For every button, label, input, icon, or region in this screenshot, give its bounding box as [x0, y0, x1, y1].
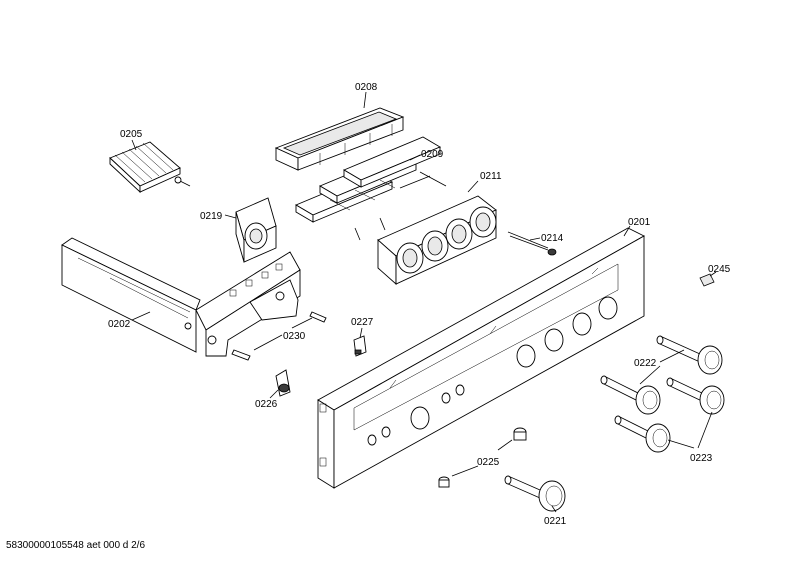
label-0222: 0222: [634, 358, 657, 369]
part-0222-knob-2: [600, 375, 661, 415]
leader-0230: [253, 334, 283, 351]
part-0222-knob: [656, 335, 723, 375]
part-0226-clip: [275, 369, 291, 397]
part-0223-knob-2: [614, 415, 671, 453]
part-0223-knob: [666, 377, 725, 415]
part-0209-switch-strips: [294, 136, 447, 241]
label-0202: 0202: [108, 319, 131, 330]
leader-0214: [529, 237, 541, 241]
part-0214-sensor: [507, 231, 557, 256]
part-0208-tray: [274, 107, 405, 171]
part-0202-bracket: [61, 237, 301, 357]
leader-0225b: [451, 465, 479, 477]
label-0205: 0205: [120, 129, 143, 140]
label-0221: 0221: [544, 516, 567, 527]
leader-0209: [409, 154, 421, 161]
part-0221-knob: [504, 475, 566, 512]
label-0211: 0211: [480, 171, 502, 182]
leader-0201: [623, 225, 631, 237]
leader-0202: [131, 311, 151, 321]
part-0211-socket-panel: [377, 195, 497, 286]
label-0223: 0223: [690, 453, 713, 464]
part-0230-fuses: [231, 311, 327, 361]
leader-0223b: [667, 439, 695, 449]
label-0201: 0201: [628, 217, 651, 228]
leader-0221: [551, 505, 557, 513]
part-0225-buttons: [438, 427, 527, 488]
label-0230: 0230: [283, 331, 306, 342]
label-0219: 0219: [200, 211, 223, 222]
part-0227-clip: [353, 335, 367, 357]
part-0245-clip: [699, 273, 715, 287]
leader-0226: [269, 389, 279, 399]
callout-labels: 0208 0205 0209 0211 0219 0214 0201 0245 …: [108, 82, 731, 527]
label-0226: 0226: [255, 399, 278, 410]
label-0208: 0208: [355, 82, 378, 93]
part-0219-single-socket: [235, 197, 277, 263]
leader-0211: [467, 180, 479, 193]
leader-0223: [697, 411, 713, 449]
label-0227: 0227: [351, 317, 374, 328]
part-0201-control-panel: [317, 227, 645, 489]
label-0225: 0225: [477, 457, 500, 468]
label-0209: 0209: [421, 149, 444, 160]
part-0205-terminal-block: [109, 141, 191, 194]
label-0214: 0214: [541, 233, 564, 244]
leader-0225: [497, 439, 513, 451]
leader-0208: [363, 91, 367, 109]
leader-0219: [224, 214, 237, 219]
leader-0245: [709, 271, 717, 277]
leader-0230b: [291, 317, 313, 329]
leader-0227: [359, 327, 363, 339]
leader-0222b: [639, 365, 661, 385]
drawing-reference-footer: 58300000105548 aet 000 d 2/6: [6, 540, 146, 551]
label-0245: 0245: [708, 264, 731, 275]
leader-0222: [659, 349, 685, 363]
leader-0205: [131, 139, 137, 151]
